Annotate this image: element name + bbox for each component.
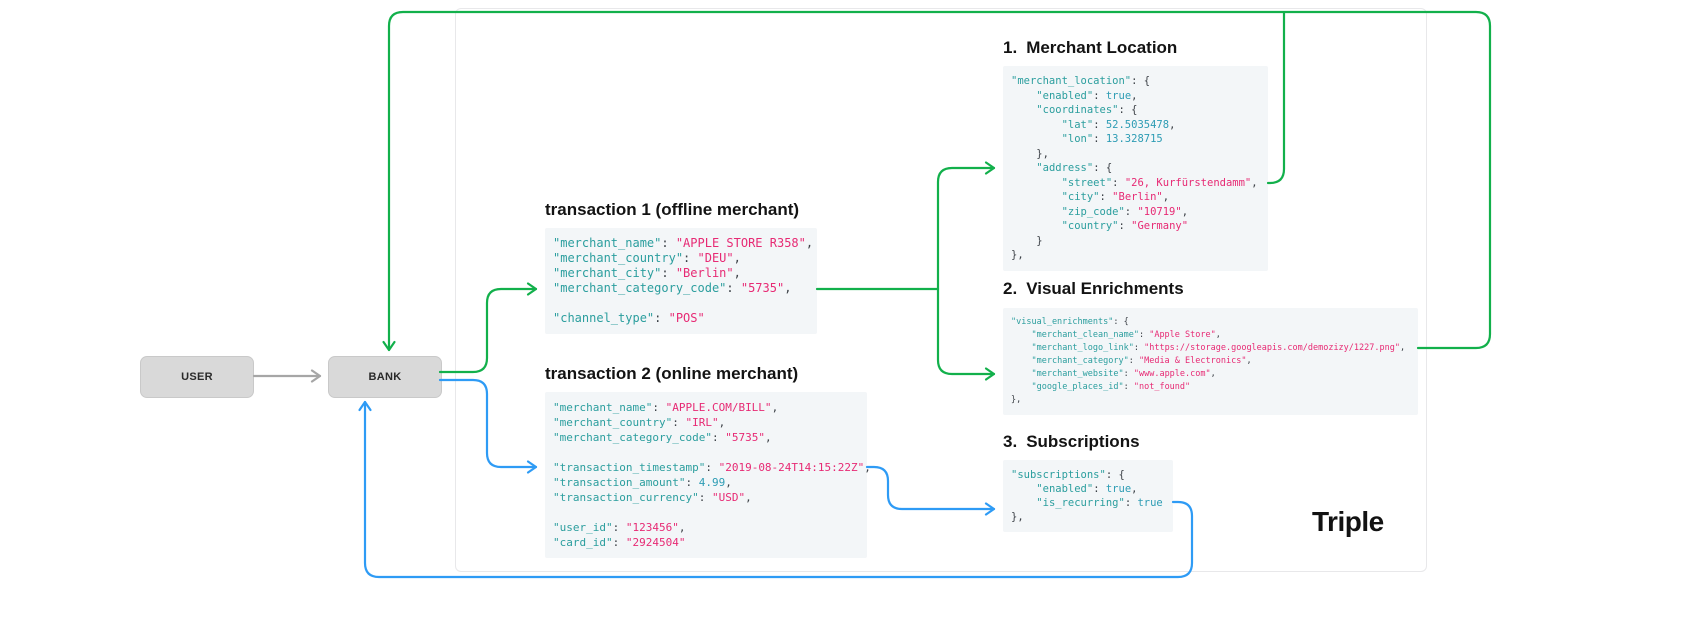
visual-enrichments-code: "visual_enrichments": { "merchant_clean_… (1011, 317, 1406, 405)
triple-logo: Triple (1312, 506, 1384, 537)
visual-enrichments-heading: 2. Visual Enrichments (1003, 279, 1184, 299)
subscriptions-code: "subscriptions": { "enabled": true, "is_… (1011, 469, 1163, 523)
visual-enrichments-number: 2. (1003, 279, 1018, 298)
subscriptions-heading: 3. Subscriptions (1003, 432, 1140, 452)
subscriptions-title: Subscriptions (1026, 432, 1140, 451)
transaction-1-title: transaction 1 (offline merchant) (545, 200, 800, 219)
merchant-location-code: "merchant_location": { "enabled": true, … (1011, 75, 1258, 261)
merchant-location-number: 1. (1003, 38, 1018, 57)
merchant-location-code-block: "merchant_location": { "enabled": true, … (1003, 66, 1268, 271)
bank-node: BANK (328, 356, 442, 398)
transaction-2-code: "merchant_name": "APPLE.COM/BILL", "merc… (553, 401, 871, 549)
user-node-label: USER (181, 371, 213, 383)
subscriptions-number: 3. (1003, 432, 1018, 451)
transaction-1-code: "merchant_name": "APPLE STORE R358", "me… (553, 236, 814, 325)
bank-node-label: BANK (368, 371, 402, 383)
merchant-location-title: Merchant Location (1026, 38, 1178, 57)
merchant-location-heading: 1. Merchant Location (1003, 38, 1177, 58)
visual-enrichments-title: Visual Enrichments (1026, 279, 1184, 298)
transaction-1-code-block: "merchant_name": "APPLE STORE R358", "me… (545, 228, 817, 334)
visual-enrichments-code-block: "visual_enrichments": { "merchant_clean_… (1003, 308, 1418, 415)
user-node: USER (140, 356, 254, 398)
subscriptions-code-block: "subscriptions": { "enabled": true, "is_… (1003, 460, 1173, 532)
transaction-2-title: transaction 2 (online merchant) (545, 364, 799, 383)
transaction-2-code-block: "merchant_name": "APPLE.COM/BILL", "merc… (545, 392, 871, 558)
